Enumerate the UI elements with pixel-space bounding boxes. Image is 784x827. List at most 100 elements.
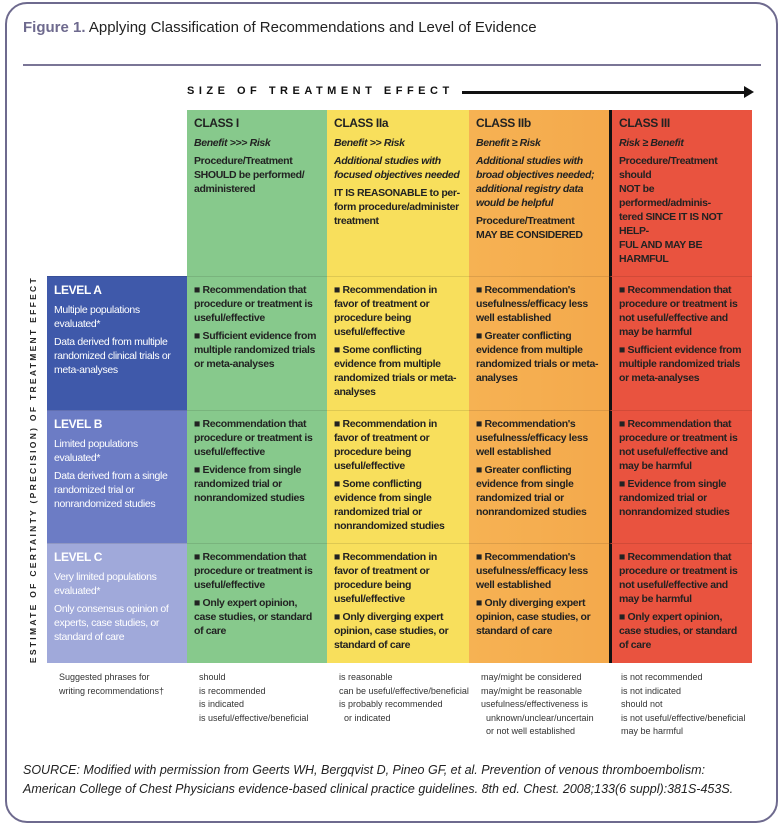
grid-cell: ■ Recommendation's usefulness/efficacy l… [469,543,609,664]
phrase: or not well established [481,726,576,737]
phrases-label: Suggested phrases for writing recommendat… [47,663,187,739]
figure-title-text: Applying Classification of Recommendatio… [88,19,537,36]
grid-cell: ■ Recommendation in favor of treatment o… [327,409,469,544]
grid-cell: ■ Recommendation in favor of treatment o… [327,276,469,410]
figure-frame: Figure 1. Applying Classification of Rec… [5,2,778,823]
recommendation-bullet: ■ Recommendation that procedure or treat… [194,551,313,592]
class-action: IT IS REASONABLE to per-form procedure/a… [334,186,462,228]
class-action-line: Procedure/Treatment should [619,155,718,181]
class-name: CLASS IIb [476,116,531,130]
class-name: CLASS I [194,116,239,130]
class-note: Additional studies with broad objectives… [476,155,595,209]
recommendation-bullet: ■ Recommendation's usefulness/efficacy l… [476,417,588,458]
phrase: can be useful/effective/beneficial [339,685,469,696]
recommendation-bullet: ■ Some conflicting evidence from multipl… [334,344,457,398]
phrase: may be harmful [621,726,684,737]
phrase: unknown/unclear/uncertain [481,712,594,723]
class-ratio: Benefit >>> Risk [194,137,271,149]
phrase: usefulness/effectiveness is [481,699,588,710]
source-citation: SOURCE: Modified with permission from Ge… [23,762,734,796]
phrases-col-0: should is recommended is indicated is usefu… [187,663,327,739]
recommendation-bullet: ■ Recommendation that procedure or treat… [619,417,738,472]
level-population: Very limited populations evaluated* [54,571,157,598]
level-population: Limited populations evaluated* [54,437,138,464]
recommendation-bullet: ■ Greater conflicting evidence from sing… [476,463,587,518]
recommendation-bullet: ■ Recommendation that procedure or treat… [619,284,738,338]
recommendation-bullet: ■ Evidence from single randomized trial … [194,463,305,504]
phrases-label-line: Suggested phrases for [59,672,150,683]
recommendation-bullet: ■ Some conflicting evidence from single … [334,477,445,532]
phrases-col-1: is reasonable can be useful/effective/ben… [327,663,469,739]
classification-grid: ESTIMATE OF CERTAINTY (PRECISION) OF TRE… [19,110,776,739]
class-action-line: Procedure/Treatment [194,155,293,167]
class-action-line: Procedure/Treatment [476,215,575,227]
class-note: Additional studies with focused objectiv… [334,155,460,181]
phrase: may/might be considered [481,672,582,683]
class-ratio: Risk ≥ Benefit [619,137,684,149]
grid-cell: ■ Recommendation's usefulness/efficacy l… [469,276,609,410]
level-name: LEVEL A [54,283,102,297]
class-action-line: NOT be performed/adminis- [619,183,711,209]
grid-cell: ■ Recommendation that procedure or treat… [609,276,752,410]
grid-cell: ■ Recommendation that procedure or treat… [187,543,327,664]
recommendation-bullet: ■ Only expert opinion, case studies, or … [619,611,737,652]
phrase: is reasonable [339,672,393,683]
recommendation-bullet: ■ Recommendation that procedure or treat… [194,417,313,458]
class-action-line: form procedure/administer [334,201,459,213]
class-action-line: IT IS REASONABLE to per- [334,187,460,199]
grid-cell: ■ Recommendation that procedure or treat… [187,409,327,544]
x-axis: SIZE OF TREATMENT EFFECT [7,84,776,110]
figure-label: Figure 1. [23,19,86,36]
class-action-line: SHOULD be performed/ [194,169,305,181]
phrases-label-line: writing recommendations† [59,685,165,696]
grid-cell: ■ Recommendation's usefulness/efficacy l… [469,409,609,544]
phrase: or indicated [339,712,391,723]
class-ratio: Benefit >> Risk [334,137,405,149]
level-name: LEVEL B [54,416,103,431]
recommendation-bullet: ■ Recommendation that procedure or treat… [194,284,313,324]
phrase: is not indicated [621,685,682,696]
recommendation-bullet: ■ Greater conflicting evidence from mult… [476,330,599,384]
recommendation-bullet: ■ Only diverging expert opinion, case st… [476,597,591,638]
y-axis-label: ESTIMATE OF CERTAINTY (PRECISION) OF TRE… [28,276,38,664]
recommendation-bullet: ■ Recommendation's usefulness/efficacy l… [476,551,588,592]
level-description: Data derived from multiple randomized cl… [54,336,171,376]
phrase: is useful/effective/beneficial [199,712,309,723]
level-description: Data derived from a single randomized tr… [54,469,168,510]
phrase: should [199,672,226,683]
figure-title: Figure 1. Applying Classification of Rec… [23,18,776,38]
grid-cell: ■ Recommendation that procedure or treat… [187,276,327,410]
recommendation-bullet: ■ Recommendation in favor of treatment o… [334,551,437,606]
class-ratio: Benefit ≥ Risk [476,137,541,149]
level-description: Only consensus opinion of experts, case … [54,603,169,644]
recommendation-bullet: ■ Recommendation in favor of treatment o… [334,284,437,338]
arrow-right-icon [462,91,746,94]
class-action-line: FUL AND MAY BE HARMFUL [619,239,703,265]
recommendation-bullet: ■ Recommendation in favor of treatment o… [334,417,437,472]
phrase: is probably recommended [339,699,443,710]
recommendation-bullet: ■ Evidence from single randomized trial … [619,477,730,518]
level-header-1: LEVEL B Limited populations evaluated* Dat… [47,409,187,544]
recommendation-bullet: ■ Only diverging expert opinion, case st… [334,611,449,652]
phrase: is indicated [199,699,245,710]
class-action-line: MAY BE CONSIDERED [476,229,583,241]
phrase: should not [621,699,663,710]
class-name: CLASS IIa [334,116,389,130]
recommendation-bullet: ■ Sufficient evidence from multiple rand… [194,330,317,370]
grid-cell: ■ Recommendation that procedure or treat… [609,409,752,544]
class-action-line: tered SINCE IT IS NOT HELP- [619,211,723,237]
class-action-line: administered [194,183,256,195]
class-name: CLASS III [619,116,670,130]
phrase: may/might be reasonable [481,685,583,696]
arrowhead-icon [744,86,754,98]
phrase: is recommended [199,685,266,696]
recommendation-bullet: ■ Sufficient evidence from multiple rand… [619,344,742,384]
phrases-col-2: may/might be considered may/might be reas… [469,663,609,739]
